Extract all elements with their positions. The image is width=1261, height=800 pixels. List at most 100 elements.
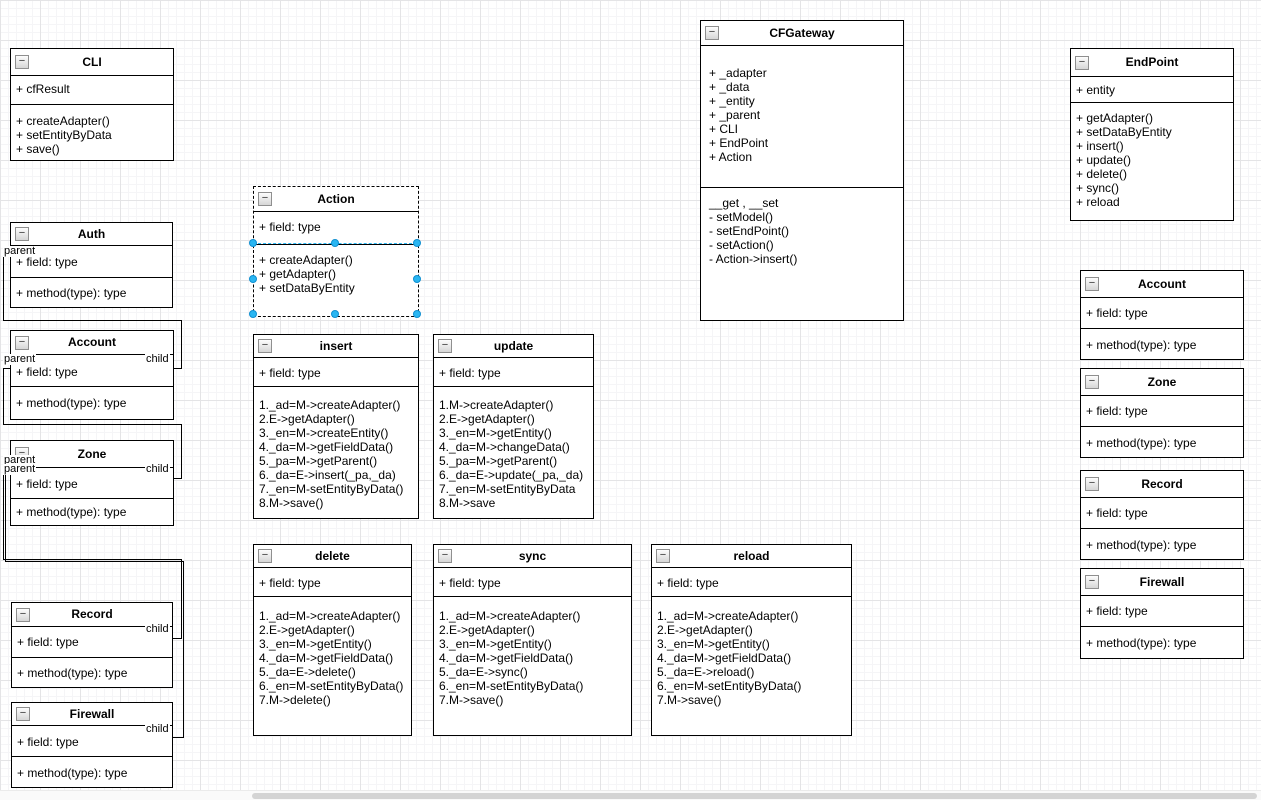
text-line: + _parent <box>709 108 761 122</box>
edge-auth-account-segment[interactable] <box>172 368 182 369</box>
collapse-icon[interactable]: − <box>1085 277 1099 291</box>
edge-zone-firewall-segment[interactable] <box>5 561 184 562</box>
edge-zone-record-segment[interactable] <box>3 461 4 560</box>
edge-zone-firewall-segment[interactable] <box>5 470 6 562</box>
edge-account-zone-segment[interactable] <box>172 478 182 479</box>
class-name: Account <box>1138 277 1186 291</box>
text-line: - setEndPoint() <box>709 224 790 238</box>
selection-handle[interactable] <box>249 239 257 247</box>
edge-zone-firewall-segment[interactable] <box>171 737 184 738</box>
selection-handle[interactable] <box>249 275 257 283</box>
methods-compartment: + method(type): type <box>11 278 172 307</box>
text-line: + field: type <box>439 366 501 380</box>
collapse-icon[interactable]: − <box>656 549 670 563</box>
selection-handle[interactable] <box>331 239 339 247</box>
edge-auth-account-segment[interactable] <box>3 320 182 321</box>
methods-compartment: + method(type): type <box>1081 329 1243 359</box>
class-account-left[interactable]: − Account + field: type + method(type): … <box>10 330 174 420</box>
class-cli[interactable]: − CLI + cfResult + createAdapter()+ setE… <box>10 48 174 161</box>
selection-handle[interactable] <box>331 310 339 318</box>
edge-account-zone-segment[interactable] <box>181 424 182 479</box>
edge-label-child[interactable]: child <box>145 463 170 475</box>
class-insert[interactable]: − insert + field: type 1._ad=M->createAd… <box>253 334 419 519</box>
text-line: + setEntityByData <box>16 128 112 142</box>
edge-zone-record-segment[interactable] <box>181 559 182 639</box>
text-line: + field: type <box>259 366 321 380</box>
class-update[interactable]: − update + field: type 1.M->createAdapte… <box>433 334 594 519</box>
edge-auth-account-segment[interactable] <box>181 320 182 369</box>
text-line: + method(type): type <box>16 286 127 300</box>
collapse-icon[interactable]: − <box>258 549 272 563</box>
edge-label-parent[interactable]: parent <box>3 463 37 475</box>
class-sync[interactable]: − sync + field: type 1._ad=M->createAdap… <box>433 544 632 736</box>
collapse-icon[interactable]: − <box>438 549 452 563</box>
edge-label-child[interactable]: child <box>145 353 170 365</box>
edge-label-child[interactable]: child <box>145 623 170 635</box>
text-line: + _entity <box>709 94 755 108</box>
fields-compartment: + field: type <box>434 358 593 387</box>
collapse-icon[interactable]: − <box>15 55 29 69</box>
class-zone-left[interactable]: − Zone + field: type + method(type): typ… <box>10 440 174 526</box>
text-line: 1._ad=M->createAdapter() <box>259 398 401 412</box>
class-title-bar: − update <box>434 335 593 358</box>
class-action[interactable]: − Action + field: type + createAdapter()… <box>253 186 419 317</box>
class-firewall-right[interactable]: − Firewall + field: type + method(type):… <box>1080 568 1244 659</box>
edge-auth-account-segment[interactable] <box>3 255 4 321</box>
edge-label-parent[interactable]: parent <box>3 454 37 466</box>
edge-zone-firewall-segment[interactable] <box>183 561 184 738</box>
collapse-icon[interactable]: − <box>1085 575 1099 589</box>
class-cfgateway[interactable]: − CFGateway + _adapter+ _data+ _entity+ … <box>700 20 904 321</box>
text-line: + field: type <box>259 220 321 234</box>
selection-handle[interactable] <box>249 310 257 318</box>
class-name: delete <box>315 549 350 563</box>
edge-account-zone-segment[interactable] <box>3 368 4 425</box>
collapse-icon[interactable]: − <box>15 227 29 241</box>
collapse-icon[interactable]: − <box>1075 55 1089 70</box>
text-line: 4._da=M->getFieldData() <box>259 651 394 665</box>
class-title-bar: − Action <box>254 187 418 212</box>
methods-compartment: 1._ad=M->createAdapter()2.E->getAdapter(… <box>254 387 418 518</box>
class-zone-right[interactable]: − Zone + field: type + method(type): typ… <box>1080 368 1244 458</box>
fields-compartment: + field: type <box>254 358 418 387</box>
collapse-icon[interactable]: − <box>258 192 272 206</box>
text-line: 1._ad=M->createAdapter() <box>657 609 799 623</box>
methods-compartment[interactable]: + createAdapter()+ getAdapter()+ setData… <box>254 245 418 316</box>
collapse-icon[interactable]: − <box>1085 477 1099 491</box>
selection-handle[interactable] <box>413 239 421 247</box>
text-line: 5._da=E->delete() <box>259 665 356 679</box>
selection-handle[interactable] <box>413 275 421 283</box>
class-delete[interactable]: − delete + field: type 1._ad=M->createAd… <box>253 544 412 736</box>
class-name: Auth <box>77 227 106 241</box>
class-account-right[interactable]: − Account + field: type + method(type): … <box>1080 270 1244 360</box>
horizontal-scrollbar-thumb[interactable] <box>252 793 1257 799</box>
edge-label-child[interactable]: child <box>145 723 170 735</box>
horizontal-scrollbar-track[interactable] <box>0 790 1261 800</box>
collapse-icon[interactable]: − <box>15 335 29 350</box>
edge-account-zone-segment[interactable] <box>3 424 182 425</box>
class-record-right[interactable]: − Record + field: type + method(type): t… <box>1080 470 1244 560</box>
class-firewall-left[interactable]: − Firewall + field: type + method(type):… <box>11 702 173 788</box>
edge-zone-record-segment[interactable] <box>3 559 182 560</box>
collapse-icon[interactable]: − <box>258 339 272 353</box>
edge-account-zone-segment[interactable] <box>3 368 11 369</box>
text-line: + cfResult <box>16 82 70 96</box>
text-line: 6._en=M-setEntityByData() <box>657 679 802 693</box>
class-endpoint[interactable]: − EndPoint + entity + getAdapter()+ setD… <box>1070 48 1234 221</box>
class-reload[interactable]: − reload + field: type 1._ad=M->createAd… <box>651 544 852 736</box>
class-record-left[interactable]: − Record + field: type + method(type): t… <box>11 602 173 688</box>
collapse-icon[interactable]: − <box>438 339 452 353</box>
text-line: + field: type <box>1086 404 1148 418</box>
text-line: - setModel() <box>709 210 774 224</box>
edge-zone-record-segment[interactable] <box>171 638 182 639</box>
collapse-icon[interactable]: − <box>1085 375 1099 389</box>
class-auth[interactable]: − Auth + field: type + method(type): typ… <box>10 222 173 308</box>
edge-label-parent[interactable]: parent <box>3 245 37 257</box>
collapse-icon[interactable]: − <box>705 26 719 40</box>
text-line: + _adapter <box>709 66 767 80</box>
text-line: + method(type): type <box>1086 538 1197 552</box>
selection-handle[interactable] <box>413 310 421 318</box>
collapse-icon[interactable]: − <box>16 707 30 721</box>
edge-label-parent[interactable]: parent <box>3 353 37 365</box>
collapse-icon[interactable]: − <box>16 607 30 622</box>
